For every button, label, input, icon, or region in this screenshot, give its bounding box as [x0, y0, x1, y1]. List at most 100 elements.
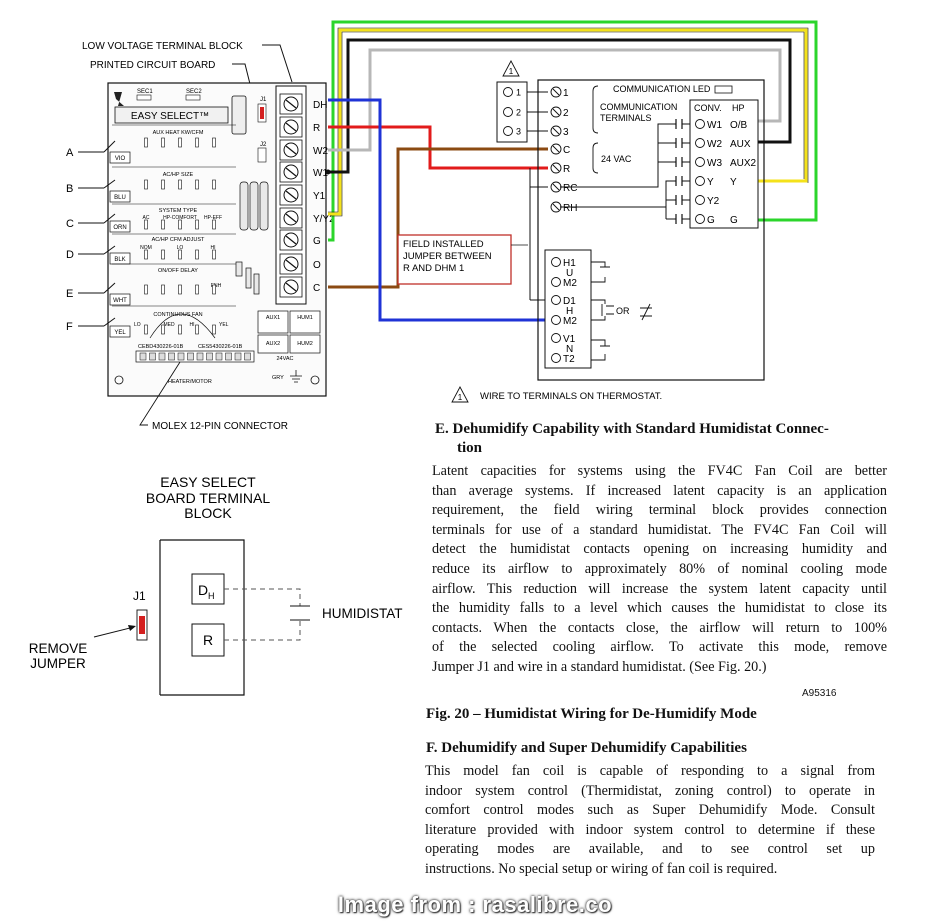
dh-terminal-box — [191, 573, 225, 605]
board-capacitors — [235, 181, 269, 295]
thermostat-terminal-label: C — [563, 145, 570, 156]
callout-low-voltage-terminal-block: LOW VOLTAGE TERMINAL BLOCK — [82, 41, 243, 52]
figure-caption: Fig. 20 – Humidistat Wiring for De-Humid… — [426, 706, 757, 722]
thermostat-screw-icon — [695, 214, 705, 224]
thermostat-screw-icon — [695, 176, 705, 186]
easy-select-label-box — [114, 106, 229, 124]
paragraph-line: operating modes are available, and to se… — [425, 841, 875, 858]
connector-pin — [149, 352, 156, 361]
wire-note-number: 1 — [458, 393, 463, 402]
hdv-terminal-label: M2 — [563, 316, 577, 327]
hdv-screw-icon — [551, 295, 561, 305]
comm-block-terminals: 123 — [503, 87, 521, 137]
wire-color-yel-text: YEL — [114, 330, 126, 336]
callout-printed-circuit-board: PRINTED CIRCUIT BOARD — [90, 60, 215, 71]
hdv-or: OR — [616, 306, 630, 316]
row-aux-heat-title: AUX HEAT KW/CFM — [153, 130, 204, 136]
board-part-right: CES5430226-01B — [198, 344, 243, 350]
sys-hp-comfort: HP-COMFORT — [163, 215, 197, 221]
thermostat-terminal-label: RH — [563, 203, 577, 214]
selector-pin — [144, 249, 148, 260]
selector-pin — [212, 324, 216, 335]
selector-pin — [161, 284, 165, 295]
variable-contact-icon — [640, 303, 652, 321]
wire-color-wht — [109, 293, 131, 306]
humidistat-title-l2: BOARD TERMINAL — [146, 490, 270, 506]
row-system-type-title: SYSTEM TYPE — [159, 208, 198, 214]
field-jumper-box — [397, 234, 512, 285]
paragraph-line: the humidity falls to a level which caus… — [432, 600, 887, 617]
fan-yel: YEL — [219, 322, 229, 328]
hp-terminal-label: G — [730, 215, 738, 226]
selector-pin — [195, 324, 199, 335]
heater-motor-connector: CEBD430226-01B CES5430226-01B HEATER/MOT… — [114, 344, 320, 385]
row-continuous-fan-title: CONTINUOUS FAN — [153, 312, 202, 318]
selector-pin — [195, 137, 199, 148]
wire-brown — [328, 147, 548, 289]
section-e-title-l2: tion — [457, 440, 483, 456]
humidistat-wire-bottom — [224, 620, 301, 641]
callout-f: F — [66, 321, 73, 333]
thermostat-screw-icon — [695, 195, 705, 205]
connector-pin — [225, 352, 232, 361]
warning-number: 1 — [509, 67, 514, 76]
connector-pin — [187, 352, 194, 361]
wire-color-orn — [109, 220, 131, 233]
hdv-terminal-label: V1 — [563, 334, 576, 345]
fan-lo: LO — [134, 322, 141, 328]
conv-terminal-label: W1 — [707, 120, 722, 131]
dh-terminal-sub: H — [208, 591, 215, 601]
field-jumper-l3: R AND DHM 1 — [403, 263, 464, 274]
terminal-label: C — [313, 283, 320, 294]
thermostat-screw-icon — [695, 119, 705, 129]
thermostat-terminal-label: R — [563, 164, 570, 175]
figure-code: A95316 — [802, 688, 837, 699]
board-easy-select: EASY SELECT™ — [131, 111, 209, 122]
relay-component — [231, 95, 247, 135]
relay-contact-symbols — [675, 119, 694, 224]
callout-e: E — [66, 288, 73, 300]
board-sec2-pad — [185, 94, 201, 101]
hp-terminal-label: Y — [730, 177, 737, 188]
fan-med: MED — [163, 322, 175, 328]
remove-jumper-arrowhead — [128, 625, 136, 631]
wire-note: WIRE TO TERMINALS ON THERMOSTAT. — [480, 391, 662, 402]
hdv-terminal-label: H1 — [563, 258, 576, 269]
connector-pin — [215, 352, 223, 361]
molex-leader — [139, 361, 181, 426]
ground-icon — [290, 370, 302, 383]
paragraph-line: contacts. When the contacts close, the a… — [432, 619, 887, 636]
comm-terminals-l1: COMMUNICATION — [600, 102, 677, 112]
selector-pin — [144, 219, 148, 230]
fan-hi: HI — [190, 322, 195, 328]
hdv-terminal-label: U — [566, 268, 573, 279]
thermostat-screw-icon — [695, 138, 705, 148]
wire-color-orn-text: ORN — [113, 225, 126, 231]
wire-color-blu — [109, 190, 131, 203]
conv-terminal-label: Y — [707, 177, 714, 188]
wires — [328, 20, 818, 322]
board-aux2: AUX2 — [266, 341, 280, 347]
cfm-hi: HI — [211, 245, 216, 251]
thermostat-terminal-label: 3 — [563, 127, 569, 138]
connector-pin — [139, 352, 147, 361]
selector-pin — [178, 219, 182, 230]
board-sec1: SEC1 — [137, 89, 153, 95]
hdv-terminal-label: D1 — [563, 296, 576, 307]
comm-bracket — [592, 85, 599, 134]
hdv-screw-icon — [551, 277, 561, 287]
comm-led-label: COMMUNICATION LED — [613, 84, 711, 94]
hp-terminal-label: AUX — [730, 139, 751, 150]
callout-c: C — [66, 218, 74, 230]
callout-a: A — [66, 147, 74, 159]
selector-pin — [195, 249, 199, 260]
selector-pin — [178, 249, 182, 260]
wire-yellow-outline-b — [330, 31, 805, 217]
remove-jumper-l2: JUMPER — [30, 656, 86, 671]
terminal-label: Y/Y2 — [313, 214, 335, 225]
board-part-left: CEBD430226-01B — [138, 344, 184, 350]
